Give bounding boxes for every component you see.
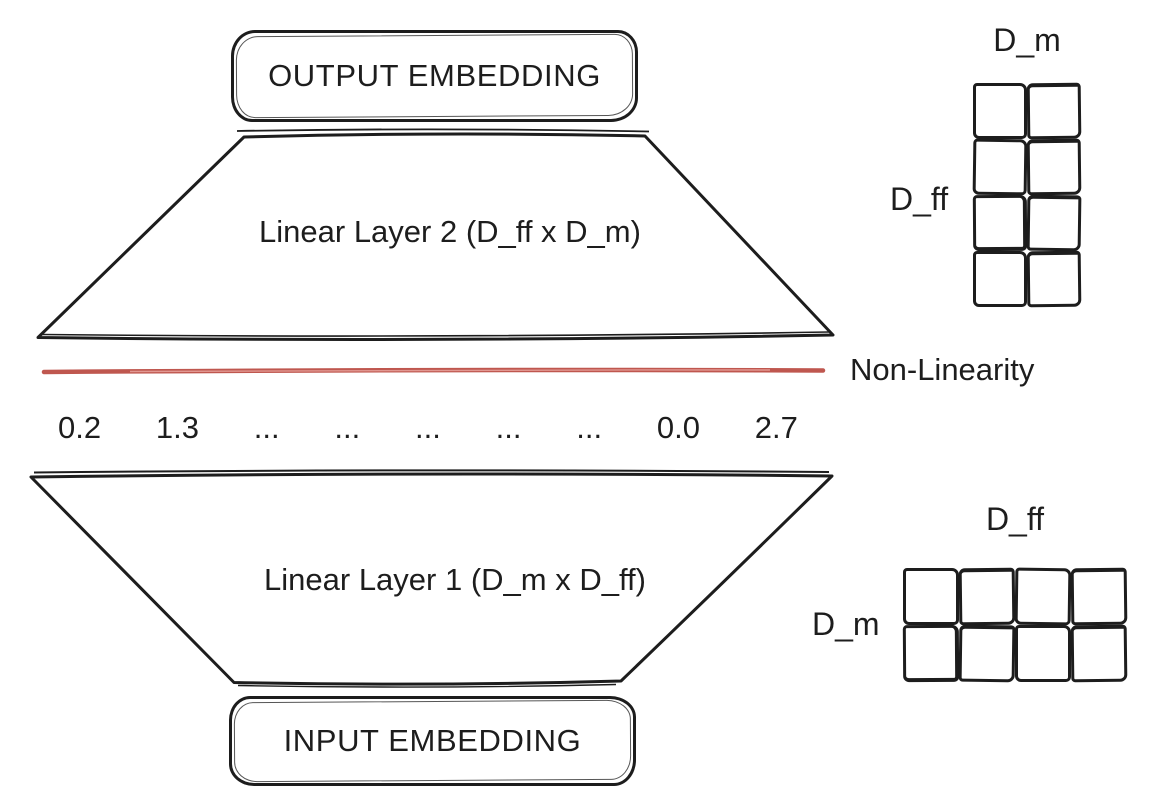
linear-layer-1-top-doubling	[33, 469, 830, 474]
output-embedding-label: OUTPUT EMBEDDING	[268, 58, 601, 93]
activation-value: 0.2	[58, 410, 102, 445]
matrix-cell	[972, 138, 1028, 196]
matrix-cell	[1026, 194, 1082, 252]
activation-value: ...	[253, 410, 280, 445]
matrix-cell	[1026, 82, 1082, 140]
linear-layer-2-bottom-doubling	[41, 331, 830, 337]
matrix-cell	[973, 251, 1027, 307]
activation-value: ...	[334, 410, 361, 445]
activation-value: 2.7	[754, 410, 798, 445]
non-linearity-line-highlight	[129, 369, 771, 373]
activation-value: 0.0	[656, 410, 701, 445]
input-embedding-box: INPUT EMBEDDING	[229, 696, 636, 786]
linear-layer-2-shape	[36, 132, 835, 341]
matrix-cell	[958, 624, 1016, 683]
matrix-cell	[1014, 567, 1072, 626]
linear-layer-1-shape	[29, 472, 834, 686]
activation-value: ...	[576, 410, 603, 445]
matrix-layer2-rows-label: D_ff	[890, 181, 949, 217]
matrix-cell	[1026, 250, 1082, 308]
matrix-cell	[1070, 567, 1128, 626]
matrix-cell	[973, 83, 1027, 139]
activation-values-row: 0.2 1.3 ... ... ... ... ... 0.0 2.7	[58, 410, 798, 446]
weight-matrix-layer1	[902, 567, 1128, 683]
input-embedding-label: INPUT EMBEDDING	[283, 723, 582, 758]
linear-layer-1-bottom-doubling	[237, 683, 617, 688]
matrix-cell	[1015, 625, 1071, 682]
output-embedding-box: OUTPUT EMBEDDING	[231, 30, 638, 122]
linear-layer-2-label: Linear Layer 2 (D_ff x D_m)	[259, 214, 641, 249]
matrix-cell	[972, 194, 1028, 252]
matrix-cell	[1070, 624, 1128, 683]
matrix-cell	[1026, 138, 1082, 196]
linear-layer-2-top-doubling	[236, 128, 650, 133]
activation-value: ...	[495, 410, 522, 445]
matrix-cell	[958, 567, 1016, 626]
activation-value: 1.3	[155, 410, 199, 445]
activation-value: ...	[415, 410, 441, 445]
linear-layer-1-label: Linear Layer 1 (D_m x D_ff)	[264, 562, 646, 597]
non-linearity-label: Non-Linearity	[850, 352, 1035, 387]
matrix-cell	[903, 568, 959, 625]
matrix-layer2-cols-label: D_m	[993, 22, 1061, 58]
matrix-layer1-cols-label: D_ff	[985, 501, 1045, 537]
matrix-cell	[902, 624, 960, 683]
weight-matrix-layer2	[972, 82, 1082, 308]
matrix-layer1-rows-label: D_m	[812, 606, 880, 642]
